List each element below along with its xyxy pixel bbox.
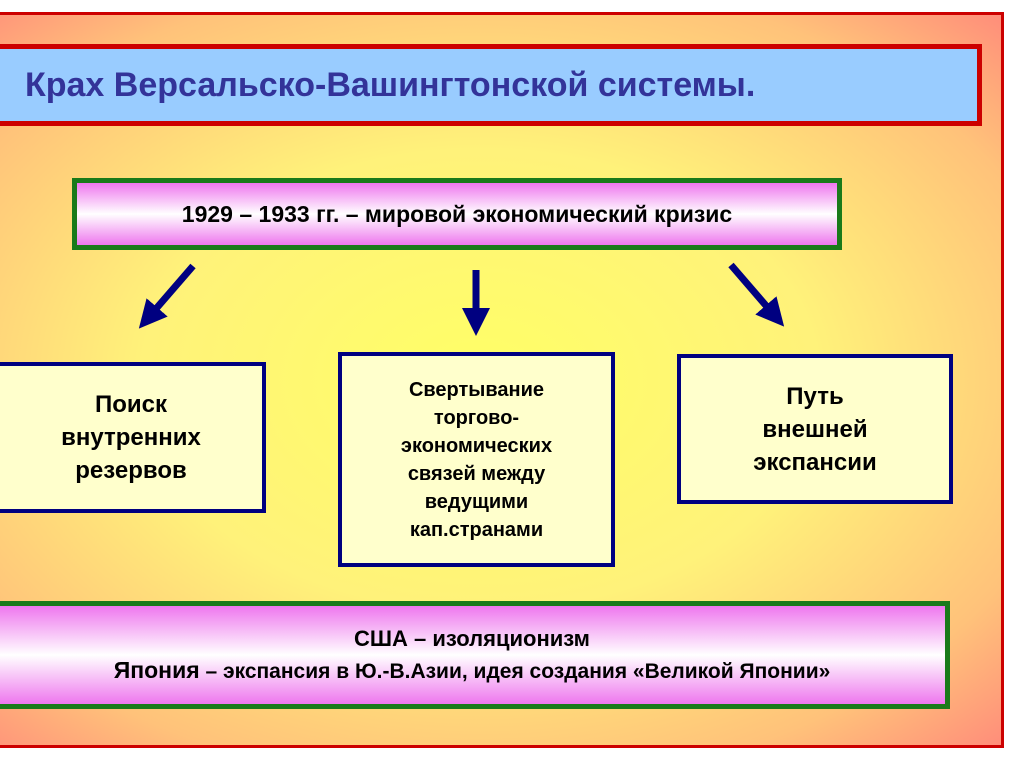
usa-line: США – изоляционизм (354, 626, 590, 651)
box-trade-reduction: Свертывание торгово- экономических связе… (338, 352, 615, 567)
bottom-box: США – изоляционизм Япония – экспансия в … (0, 601, 950, 709)
box-line: кап.странами (409, 518, 544, 541)
box-internal-reserves: Поиск внутренних резервов (0, 362, 266, 513)
box-line: резервов (75, 457, 187, 484)
box-line: Путь (786, 382, 844, 410)
japan-text: – экспансия в Ю.-В.Азии, идея создания «… (199, 660, 831, 683)
arrow-left (138, 263, 196, 329)
slide-title: Крах Версальско-Вашингтонской системы. (0, 44, 982, 126)
box-line: внутренних (61, 424, 201, 451)
box-line: ведущими (424, 490, 529, 513)
japan-label: Япония (113, 657, 200, 683)
box-line: экспансии (753, 448, 877, 476)
box-line: торгово- (433, 406, 520, 429)
arrow-right (728, 262, 785, 327)
box-line: связей между (407, 462, 546, 485)
crisis-box: 1929 – 1933 гг. – мировой экономический … (72, 178, 842, 250)
box-external-expansion: Путь внешней экспансии (677, 354, 953, 504)
box-line: Поиск (94, 391, 168, 418)
box-line: Свертывание (408, 378, 545, 401)
japan-line: Япония – экспансия в Ю.-В.Азии, идея соз… (0, 654, 945, 688)
box-line: внешней (762, 415, 868, 443)
box-line: экономических (400, 434, 553, 457)
